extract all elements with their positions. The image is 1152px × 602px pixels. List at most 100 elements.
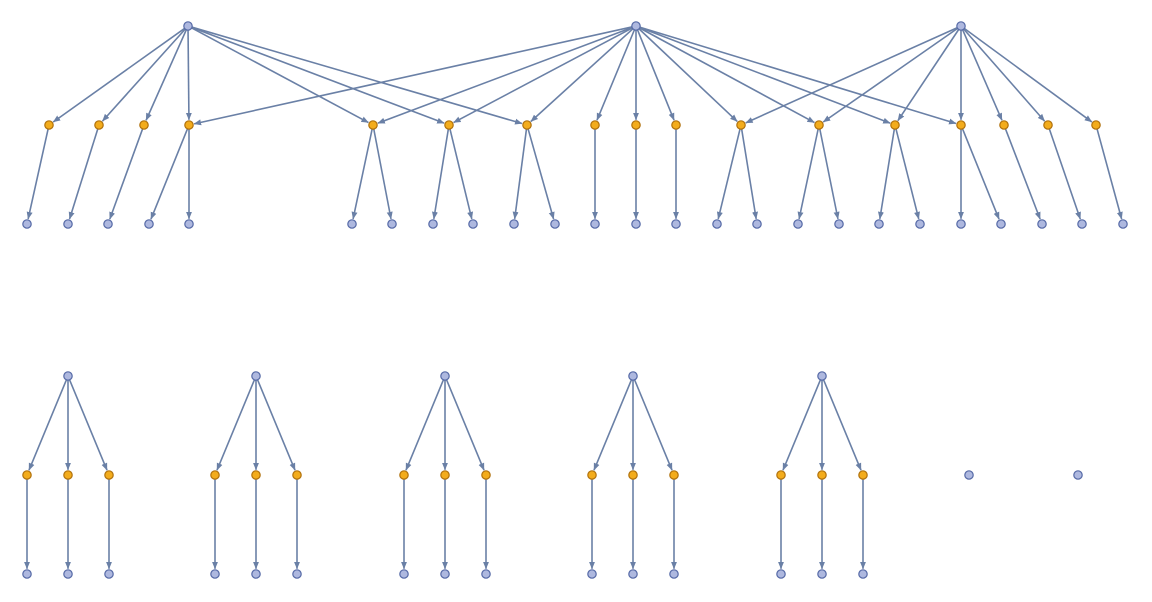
node-t5_a xyxy=(776,470,786,480)
edge-r1-m2 xyxy=(101,28,186,122)
node-t2_b xyxy=(251,470,261,480)
edge-m11-l16 xyxy=(740,129,759,220)
node-t3_r xyxy=(440,371,450,381)
edge-t1_r-t1_a xyxy=(28,379,68,471)
edge-m13-l19 xyxy=(877,129,896,220)
edge-m13-l20 xyxy=(895,128,920,220)
edge-m5-l7 xyxy=(373,128,393,220)
edge-m3-l3 xyxy=(109,128,144,220)
node-t5_lc xyxy=(858,569,868,579)
node-l21 xyxy=(956,219,966,229)
node-m4 xyxy=(184,120,194,130)
node-l4 xyxy=(144,219,154,229)
node-l11 xyxy=(550,219,560,229)
edge-t1_r-t1_c xyxy=(68,379,108,471)
edge-r2-m5 xyxy=(377,26,633,124)
node-m1 xyxy=(44,120,54,130)
node-m9 xyxy=(631,120,641,130)
edge-r3-m16 xyxy=(963,28,1046,122)
edge-m7-l11 xyxy=(527,128,555,220)
edge-r1-m4 xyxy=(185,30,192,121)
edge-r2-m4 xyxy=(193,26,633,126)
edge-r1-m3 xyxy=(145,29,188,121)
edge-m6-l8 xyxy=(431,129,450,220)
edge-r2-m12 xyxy=(639,27,815,124)
node-t4_r xyxy=(628,371,638,381)
node-t3_a xyxy=(399,470,409,480)
node-t5_lb xyxy=(817,569,827,579)
edge-m12-l17 xyxy=(797,128,819,220)
edge-m16-l24 xyxy=(1048,128,1082,220)
edge-m15-l23 xyxy=(1004,128,1041,220)
nodes-layer xyxy=(22,21,1128,579)
node-l6 xyxy=(347,219,357,229)
node-t2_lb xyxy=(251,569,261,579)
edge-r2-m8 xyxy=(596,29,636,121)
node-l8 xyxy=(428,219,438,229)
node-t1_r xyxy=(63,371,73,381)
edge-m6-l9 xyxy=(449,128,474,220)
edge-r1-m7 xyxy=(191,26,523,125)
edge-t4_r-t4_c xyxy=(633,379,673,471)
node-l20 xyxy=(915,219,925,229)
node-t4_a xyxy=(587,470,597,480)
node-m11 xyxy=(736,120,746,130)
edge-t5_r-t5_c xyxy=(822,379,862,471)
edge-r3-m11 xyxy=(745,26,958,124)
edge-t3_r-t3_a xyxy=(405,379,445,471)
edge-r3-m12 xyxy=(822,27,959,123)
node-l22 xyxy=(996,219,1006,229)
node-l17 xyxy=(793,219,803,229)
node-t1_lb xyxy=(63,569,73,579)
node-l14 xyxy=(671,219,681,229)
edge-t2_r-t2_c xyxy=(256,379,296,471)
edge-m17-l25 xyxy=(1096,128,1123,220)
node-l7 xyxy=(387,219,397,229)
node-t5_r xyxy=(817,371,827,381)
node-t3_c xyxy=(481,470,491,480)
node-t1_la xyxy=(22,569,32,579)
edge-r2-m6 xyxy=(453,27,633,124)
edge-t2_r-t2_a xyxy=(216,379,256,471)
node-t4_lc xyxy=(669,569,679,579)
node-l19 xyxy=(874,219,884,229)
node-t4_c xyxy=(669,470,679,480)
node-t4_la xyxy=(587,569,597,579)
node-l16 xyxy=(752,219,762,229)
node-l10 xyxy=(509,219,519,229)
edge-m12-l18 xyxy=(819,128,840,220)
node-m17 xyxy=(1091,120,1101,130)
node-r2 xyxy=(631,21,641,31)
edge-r2-m10 xyxy=(636,29,675,121)
node-m15 xyxy=(999,120,1009,130)
node-l9 xyxy=(468,219,478,229)
node-t5_b xyxy=(817,470,827,480)
node-r1 xyxy=(183,21,193,31)
edge-r3-m17 xyxy=(963,27,1093,123)
edge-t4_r-t4_a xyxy=(593,379,633,471)
node-t1_a xyxy=(22,470,32,480)
node-m7 xyxy=(522,120,532,130)
edge-r3-m13 xyxy=(897,29,960,122)
node-m12 xyxy=(814,120,824,130)
edge-m2-l2 xyxy=(68,128,99,220)
node-m10 xyxy=(671,120,681,130)
edge-m5-l6 xyxy=(351,128,373,220)
edge-r2-m14 xyxy=(639,26,957,125)
node-l25 xyxy=(1118,219,1128,229)
node-t4_lb xyxy=(628,569,638,579)
node-t2_lc xyxy=(292,569,302,579)
node-t1_b xyxy=(63,470,73,480)
node-l3 xyxy=(103,219,113,229)
node-m3 xyxy=(139,120,149,130)
node-m13 xyxy=(890,120,900,130)
edge-t3_r-t3_c xyxy=(445,379,485,471)
edge-r2-m11 xyxy=(638,28,738,123)
node-m14 xyxy=(956,120,966,130)
node-l1 xyxy=(22,219,32,229)
node-l13 xyxy=(631,219,641,229)
node-t1_lc xyxy=(104,569,114,579)
node-t3_lb xyxy=(440,569,450,579)
